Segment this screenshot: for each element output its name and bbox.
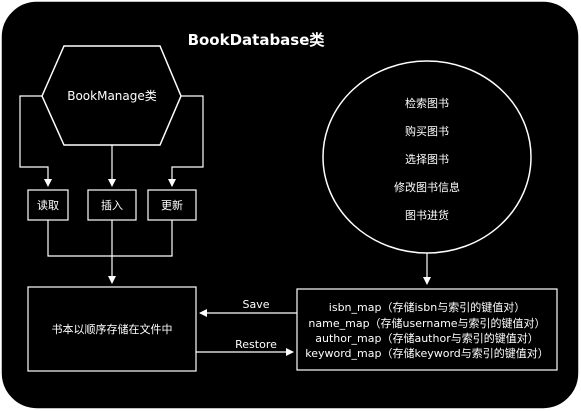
circle-item-search: 检索图书 bbox=[405, 96, 449, 110]
maps-line-name: name_map（存储username与索引的键值对） bbox=[308, 316, 545, 330]
edge-hexagon-to-update bbox=[168, 95, 204, 187]
circle-item-modify: 修改图书信息 bbox=[394, 180, 460, 194]
maps-line-author: author_map（存储author与索引的键值对） bbox=[315, 331, 538, 345]
edge-read-merge bbox=[47, 220, 112, 257]
operation-insert-box bbox=[87, 189, 137, 221]
book-manage-label: BookManage类 bbox=[67, 89, 157, 103]
storage-label: 书本以顺序存储在文件中 bbox=[52, 322, 173, 336]
maps-line-keyword: keyword_map（存储keyword与索引的键值对） bbox=[305, 346, 549, 360]
operation-read-label: 读取 bbox=[37, 198, 59, 212]
circle-item-buy: 购买图书 bbox=[405, 124, 449, 138]
edge-hexagon-to-read bbox=[19, 95, 52, 187]
edge-restore-label: Restore bbox=[235, 338, 277, 351]
operation-update-label: 更新 bbox=[161, 198, 183, 212]
operation-insert-label: 插入 bbox=[101, 198, 123, 212]
container-title: BookDatabase类 bbox=[188, 31, 326, 49]
circle-item-select: 选择图书 bbox=[405, 152, 449, 166]
operation-update: 更新 bbox=[147, 189, 197, 221]
maps-box bbox=[296, 288, 558, 371]
edge-update-merge bbox=[112, 220, 173, 257]
storage-box bbox=[27, 286, 197, 372]
maps-line-isbn: isbn_map（存储isbn与索引的键值对） bbox=[329, 300, 525, 314]
edge-save-label: Save bbox=[242, 298, 269, 311]
operation-insert: 插入 bbox=[87, 189, 137, 221]
circle-item-stock: 图书进货 bbox=[405, 208, 449, 222]
operation-read: 读取 bbox=[27, 189, 69, 221]
